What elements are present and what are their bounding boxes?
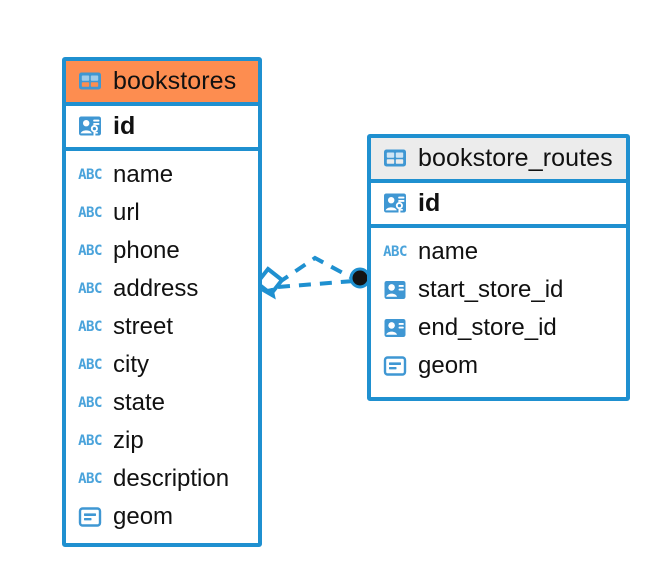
entity-table-bookstores[interactable]: bookstores id ABC name — [62, 57, 262, 547]
field-row[interactable]: ABC address — [76, 270, 248, 308]
field-label: street — [113, 313, 174, 341]
primary-key-label-bookstores: id — [113, 111, 136, 140]
field-row[interactable]: ABC phone — [76, 232, 248, 270]
field-row[interactable]: start_store_id — [381, 271, 616, 309]
field-row[interactable]: ABC description — [76, 460, 248, 498]
relationship-branch-upper — [276, 255, 355, 285]
abc-text-icon: ABC — [78, 471, 102, 487]
abc-text-icon: ABC — [78, 395, 102, 411]
field-row[interactable]: ABC name — [381, 233, 616, 271]
field-label: url — [113, 199, 140, 227]
field-row[interactable]: ABC street — [76, 308, 248, 346]
abc-text-icon: ABC — [78, 205, 102, 221]
field-label: name — [113, 161, 174, 189]
field-list-bookstore-routes: ABC name start_store_id — [371, 228, 626, 391]
geometry-icon — [76, 503, 104, 531]
abc-text-icon: ABC — [78, 433, 102, 449]
abc-text-icon: ABC — [78, 357, 102, 373]
abc-text-icon: ABC — [78, 281, 102, 297]
field-row[interactable]: geom — [381, 347, 616, 385]
primary-key-label-bookstore-routes: id — [418, 188, 441, 217]
field-label: address — [113, 275, 199, 303]
field-row[interactable]: ABC url — [76, 194, 248, 232]
field-label: state — [113, 389, 166, 417]
field-label: end_store_id — [418, 314, 557, 342]
entity-title-bookstore-routes: bookstore_routes — [418, 143, 613, 172]
field-label: name — [418, 238, 479, 266]
field-row[interactable]: ABC name — [76, 156, 248, 194]
field-row[interactable]: ABC city — [76, 346, 248, 384]
field-label: description — [113, 465, 230, 493]
entity-title-bookstores: bookstores — [113, 66, 237, 95]
entity-header-bookstores[interactable]: bookstores — [66, 61, 258, 106]
field-label: geom — [418, 352, 479, 380]
relationship-branch-lower — [277, 279, 355, 289]
field-label: geom — [113, 503, 174, 531]
field-list-bookstores: ABC name ABC url ABC phone ABC address A… — [66, 151, 258, 542]
table-icon — [381, 144, 409, 172]
field-row[interactable]: end_store_id — [381, 309, 616, 347]
primary-key-icon — [76, 112, 104, 140]
entity-table-bookstore-routes[interactable]: bookstore_routes id ABC name — [367, 134, 630, 401]
field-label: start_store_id — [418, 276, 564, 304]
abc-text-icon: ABC — [78, 243, 102, 259]
field-row[interactable]: ABC state — [76, 384, 248, 422]
field-row[interactable]: geom — [76, 498, 248, 536]
geometry-icon — [381, 352, 409, 380]
field-label: phone — [113, 237, 180, 265]
field-label: zip — [113, 427, 144, 455]
primary-key-row-bookstores[interactable]: id — [66, 106, 258, 151]
field-label: city — [113, 351, 149, 379]
table-icon — [76, 67, 104, 95]
abc-text-icon: ABC — [78, 319, 102, 335]
entity-header-bookstore-routes[interactable]: bookstore_routes — [371, 138, 626, 183]
primary-key-row-bookstore-routes[interactable]: id — [371, 183, 626, 228]
primary-key-icon — [381, 189, 409, 217]
abc-text-icon: ABC — [383, 244, 407, 260]
foreign-key-icon — [381, 314, 409, 342]
abc-text-icon: ABC — [78, 167, 102, 183]
foreign-key-icon — [381, 276, 409, 304]
field-row[interactable]: ABC zip — [76, 422, 248, 460]
